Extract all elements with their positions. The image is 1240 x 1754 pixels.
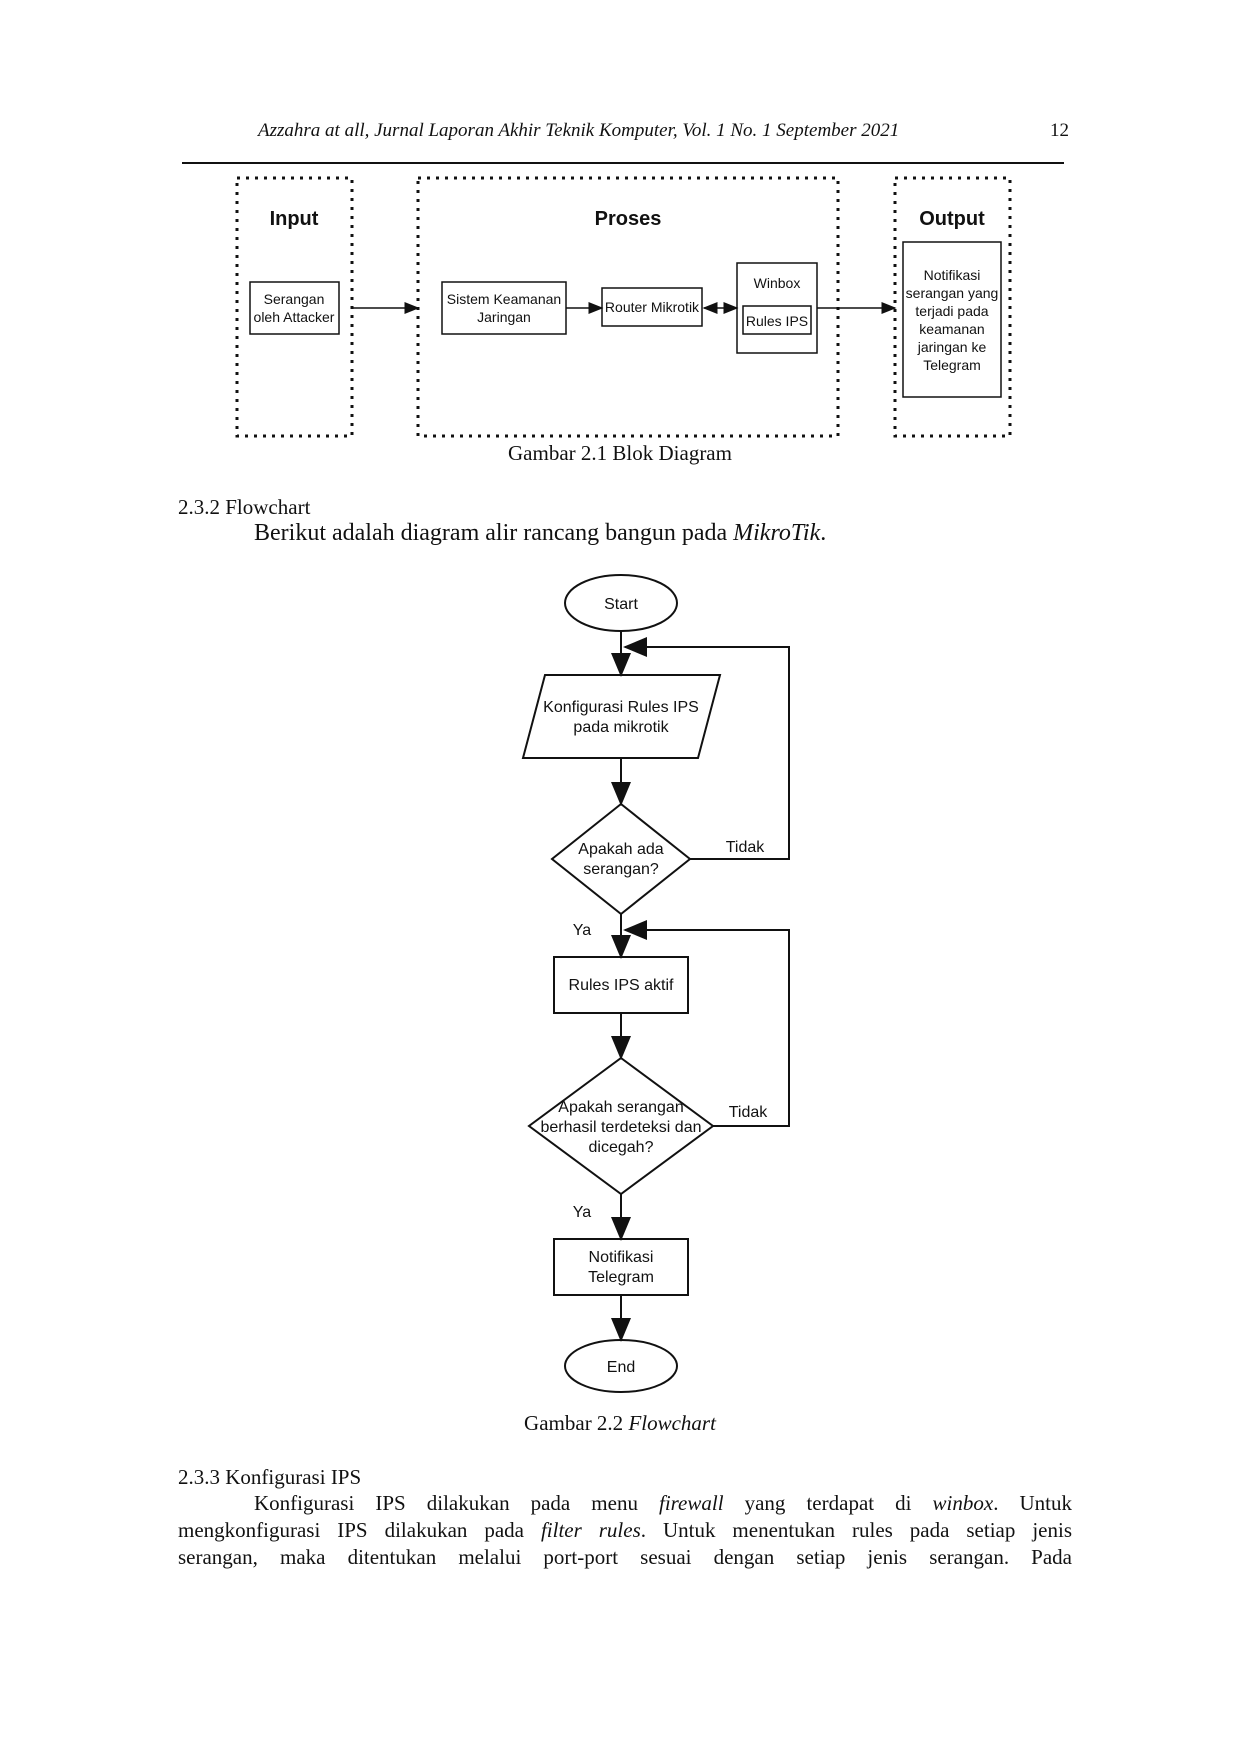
para-line-2: mengkonfigurasi IPS dilakukan pada filte… [178, 1518, 1072, 1542]
notif-telegram-label-2: Telegram [588, 1269, 654, 1286]
notif-label-2: serangan yang [906, 285, 999, 301]
decision2-label-2: berhasil terdeteksi dan [541, 1119, 702, 1136]
sistem-keamanan-box [441, 281, 567, 335]
rules-ips-box [742, 305, 812, 335]
para-line-1: Konfigurasi IPS dilakukan pada menu fire… [254, 1491, 1072, 1515]
notifikasi-telegram-process [553, 1238, 689, 1296]
notif-label-6: Telegram [923, 357, 981, 373]
winbox-label: Winbox [754, 275, 801, 291]
router-mikrotik-box [601, 287, 703, 327]
notif-telegram-label-1: Notifikasi [589, 1249, 654, 1266]
sistem-label-1: Sistem Keamanan [447, 291, 561, 307]
block-diagram: Input Proses Output Serangan oleh Attack… [235, 176, 1012, 438]
decision1-label-1: Apakah ada [578, 841, 664, 858]
serangan-label-1: Serangan [264, 291, 325, 307]
caption2-italic: Flowchart [628, 1411, 716, 1435]
sistem-label-2: Jaringan [477, 309, 531, 325]
config-label-2: pada mikrotik [573, 719, 669, 736]
notif-label-5: jaringan ke [917, 339, 987, 355]
tidak-1-label: Tidak [726, 839, 766, 856]
rules-aktif-label: Rules IPS aktif [569, 977, 674, 994]
serangan-box [249, 281, 340, 335]
notif-label-4: keamanan [919, 321, 984, 337]
output-title: Output [919, 208, 985, 230]
router-label: Router Mikrotik [605, 299, 700, 315]
section-2-3-3-paragraph: Konfigurasi IPS dilakukan pada menu fire… [178, 1490, 1072, 1571]
flow-tidak1-loop [623, 637, 790, 860]
notif-label-1: Notifikasi [924, 267, 981, 283]
intro-italic: MikroTik [733, 520, 821, 546]
flow-tidak2-loop [623, 920, 790, 1127]
proses-title: Proses [595, 208, 662, 230]
config-label-1: Konfigurasi Rules IPS [543, 699, 699, 716]
section-2-3-2-heading: 2.3.2 Flowchart [178, 495, 311, 519]
decision-1 [550, 802, 692, 916]
page-number: 12 [1050, 120, 1069, 141]
figure-2-2-caption: Gambar 2.2 Flowchart [400, 1411, 840, 1436]
decision1-label-2: serangan? [583, 861, 659, 878]
ya-1-label: Ya [573, 922, 591, 939]
decision2-label-1: Apakah serangan [558, 1099, 683, 1116]
rules-ips-label: Rules IPS [746, 313, 808, 329]
section-2-3-3-heading: 2.3.3 Konfigurasi IPS [178, 1465, 362, 1489]
start-label: Start [604, 596, 638, 613]
input-group-box [235, 176, 354, 438]
header-rule [182, 162, 1064, 164]
intro-end: . [820, 520, 827, 546]
config-io-shape [521, 674, 722, 759]
section-2-3-2-intro: Berikut adalah diagram alir rancang bang… [254, 520, 826, 547]
decision2-label-3: dicegah? [589, 1139, 654, 1156]
flowchart: Start Konfigurasi Rules IPS pada mikroti… [521, 574, 790, 1393]
output-group-box [893, 176, 1012, 438]
tidak-2-label: Tidak [729, 1104, 769, 1121]
serangan-label-2: oleh Attacker [254, 309, 335, 325]
intro-text: Berikut adalah diagram alir rancang bang… [254, 520, 734, 546]
running-header: Azzahra at all, Jurnal Laporan Akhir Tek… [258, 120, 900, 141]
notifikasi-box [902, 241, 1002, 398]
caption2-text: Gambar 2.2 [524, 1411, 629, 1435]
notif-label-3: terjadi pada [915, 303, 988, 319]
figure-2-1-caption: Gambar 2.1 Blok Diagram [508, 441, 732, 465]
ya-2-label: Ya [573, 1204, 591, 1221]
end-label: End [607, 1359, 635, 1376]
para-line-3: serangan, maka ditentukan melalui port-p… [178, 1545, 1072, 1569]
input-title: Input [270, 208, 319, 230]
